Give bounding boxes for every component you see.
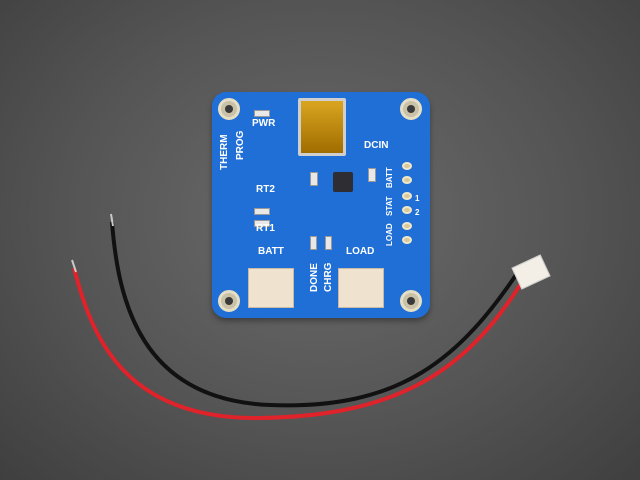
stat1-label: 1 [415,194,420,203]
mini-usb-connector [298,98,346,156]
pwr-label: PWR [252,118,276,129]
load-jst-connector [338,268,384,308]
mount-hole [218,290,240,312]
capacitor [310,172,318,186]
mount-hole [400,290,422,312]
load-plus-pad [402,236,412,244]
mount-hole [218,98,240,120]
stat2-label: 2 [415,208,420,217]
stat1-pad [402,192,412,200]
load-label: LOAD [346,246,375,257]
chrg-led [325,236,332,250]
side-load-label: LOAD [385,223,394,246]
stat2-pad [402,206,412,214]
charger-ic [333,172,353,192]
prog-label: PROG [235,130,246,160]
rt1-resistor [254,220,270,227]
capacitor [368,168,376,182]
side-stat-label: STAT [385,196,394,216]
mount-hole [400,98,422,120]
batt-plus-pad [402,176,412,184]
chrg-label: CHRG [323,262,334,292]
rt1-label: RT1 [256,223,275,234]
dcin-label: DCIN [364,140,389,151]
done-label: DONE [309,263,320,292]
therm-label: THERM [219,134,230,170]
batt-minus-pad [402,162,412,170]
pwr-led [254,110,270,117]
load-minus-pad [402,222,412,230]
rt2-label: RT2 [256,184,275,195]
batt-jst-connector [248,268,294,308]
batt-label: BATT [258,246,284,257]
rt2-resistor [254,208,270,215]
done-led [310,236,317,250]
side-batt-label: BATT [385,167,394,188]
